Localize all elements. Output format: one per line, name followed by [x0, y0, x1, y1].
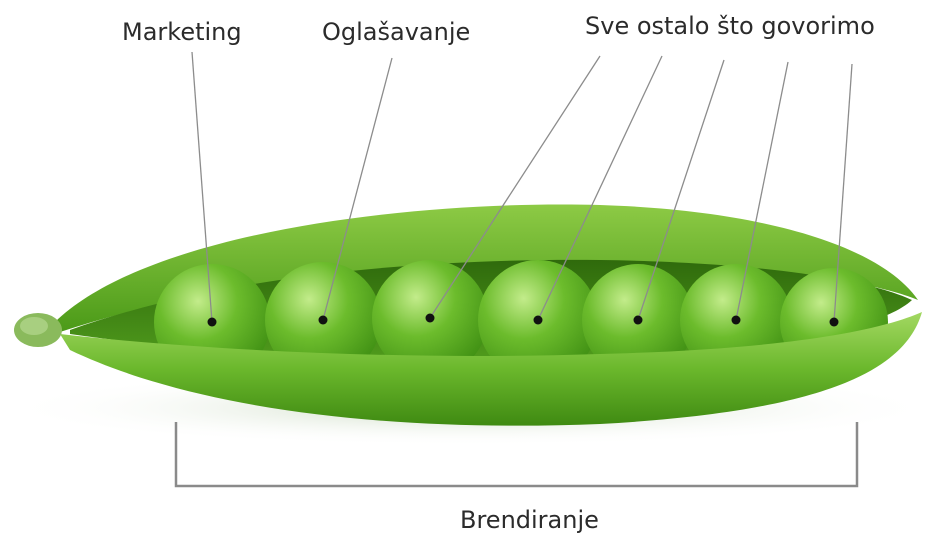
pea-dot-5	[634, 316, 643, 325]
label-brendiranje: Brendiranje	[460, 506, 599, 534]
pea-dot-7	[830, 318, 839, 327]
pea-dot-2	[319, 316, 328, 325]
pea-dot-3	[426, 314, 435, 323]
pod-stem	[14, 313, 62, 347]
label-oglasavanje: Oglašavanje	[322, 18, 470, 46]
label-sve-ostalo: Sve ostalo što govorimo	[585, 12, 875, 40]
label-marketing: Marketing	[122, 18, 242, 46]
pea-dot-1	[208, 318, 217, 327]
pea-dot-6	[732, 316, 741, 325]
pea-dot-4	[534, 316, 543, 325]
